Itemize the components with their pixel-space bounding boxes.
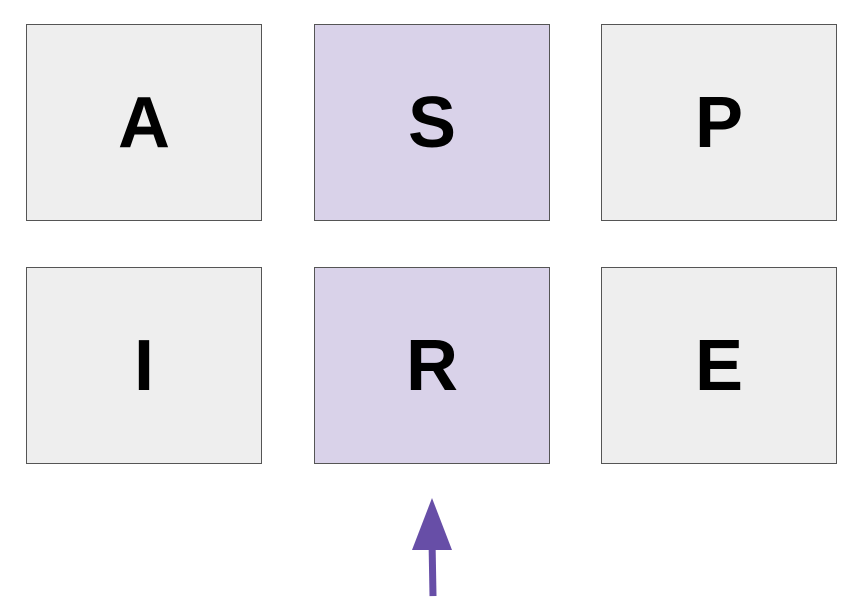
tile-letter: E — [694, 325, 744, 406]
tile-letter: S — [407, 82, 457, 163]
tile-letter: A — [118, 82, 170, 163]
tile-e: E — [601, 267, 837, 464]
tile-s: S — [314, 24, 550, 221]
tile-letter: R — [406, 325, 458, 406]
tile-r: R — [314, 267, 550, 464]
tile-letter: I — [133, 325, 154, 406]
arrow-shaft — [428, 539, 437, 597]
arrow-head — [412, 498, 452, 550]
tile-p: P — [601, 24, 837, 221]
tile-letter: P — [694, 82, 744, 163]
tile-a: A — [26, 24, 262, 221]
tile-i: I — [26, 267, 262, 464]
